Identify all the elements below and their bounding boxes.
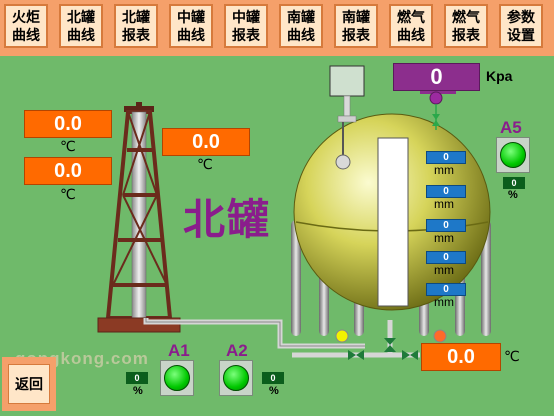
- temp-readout-1: 0.0: [24, 110, 112, 138]
- temp-unit-3: ℃: [197, 156, 213, 172]
- pressure-unit: Kpa: [486, 68, 513, 84]
- alarm-a5-unit: %: [508, 189, 518, 201]
- level-readout-5: 0: [426, 283, 466, 296]
- alarm-a5-value: 0: [503, 177, 525, 189]
- level-readout-1: 0: [426, 151, 466, 164]
- page-title: 北罐: [183, 195, 272, 244]
- alarm-a1-lamp-icon: [164, 365, 190, 391]
- back-button-frame: 返回: [2, 357, 56, 411]
- alarm-a2-lamp-icon: [223, 365, 249, 391]
- bottom-valves: [335, 329, 447, 360]
- back-button[interactable]: 返回: [8, 364, 50, 404]
- pressure-readout: 0: [393, 63, 480, 91]
- temp-unit-2: ℃: [60, 186, 76, 202]
- nav-north-report-button[interactable]: 北罐报表: [114, 4, 158, 48]
- alarm-a1-label: A1: [168, 341, 190, 360]
- nav-gas-curve-button[interactable]: 燃气曲线: [389, 4, 433, 48]
- temp-unit-4: ℃: [504, 348, 520, 364]
- alarm-a5-lamp-icon: [500, 142, 526, 168]
- level-gauge-column: [377, 137, 409, 307]
- alarm-a5-button[interactable]: [496, 137, 530, 173]
- nav-south-report-button[interactable]: 南罐报表: [334, 4, 378, 48]
- alarm-a2-button[interactable]: [219, 360, 253, 396]
- level-readout-4: 0: [426, 251, 466, 264]
- nav-middle-curve-button[interactable]: 中罐曲线: [169, 4, 213, 48]
- alarm-a1-value: 0: [126, 372, 148, 384]
- alarm-a2-value: 0: [262, 372, 284, 384]
- nav-settings-button[interactable]: 参数设置: [499, 4, 543, 48]
- top-nav-bar: 火炬曲线 北罐曲线 北罐报表 中罐曲线 中罐报表 南罐曲线 南罐报表 燃气曲线 …: [0, 0, 554, 56]
- level-unit-3: mm: [434, 231, 454, 245]
- alarm-a5-label: A5: [500, 118, 522, 137]
- alarm-a2-unit: %: [269, 385, 279, 397]
- nav-flare-curve-button[interactable]: 火炬曲线: [4, 4, 48, 48]
- level-unit-2: mm: [434, 197, 454, 211]
- level-unit-5: mm: [434, 295, 454, 309]
- nav-south-curve-button[interactable]: 南罐曲线: [279, 4, 323, 48]
- temp-readout-4: 0.0: [421, 343, 501, 371]
- level-unit-1: mm: [434, 163, 454, 177]
- alarm-a1-button[interactable]: [160, 360, 194, 396]
- nav-middle-report-button[interactable]: 中罐报表: [224, 4, 268, 48]
- temp-readout-2: 0.0: [24, 157, 112, 185]
- alarm-a2-label: A2: [226, 341, 248, 360]
- top-instrument: [329, 65, 456, 170]
- spherical-tank: [293, 113, 491, 311]
- alarm-a1-unit: %: [133, 385, 143, 397]
- temp-readout-3: 0.0: [162, 128, 250, 156]
- flare-tower: [97, 102, 181, 333]
- nav-gas-report-button[interactable]: 燃气报表: [444, 4, 488, 48]
- level-readout-3: 0: [426, 219, 466, 232]
- nav-north-curve-button[interactable]: 北罐曲线: [59, 4, 103, 48]
- temp-unit-1: ℃: [60, 138, 76, 154]
- level-unit-4: mm: [434, 263, 454, 277]
- level-readout-2: 0: [426, 185, 466, 198]
